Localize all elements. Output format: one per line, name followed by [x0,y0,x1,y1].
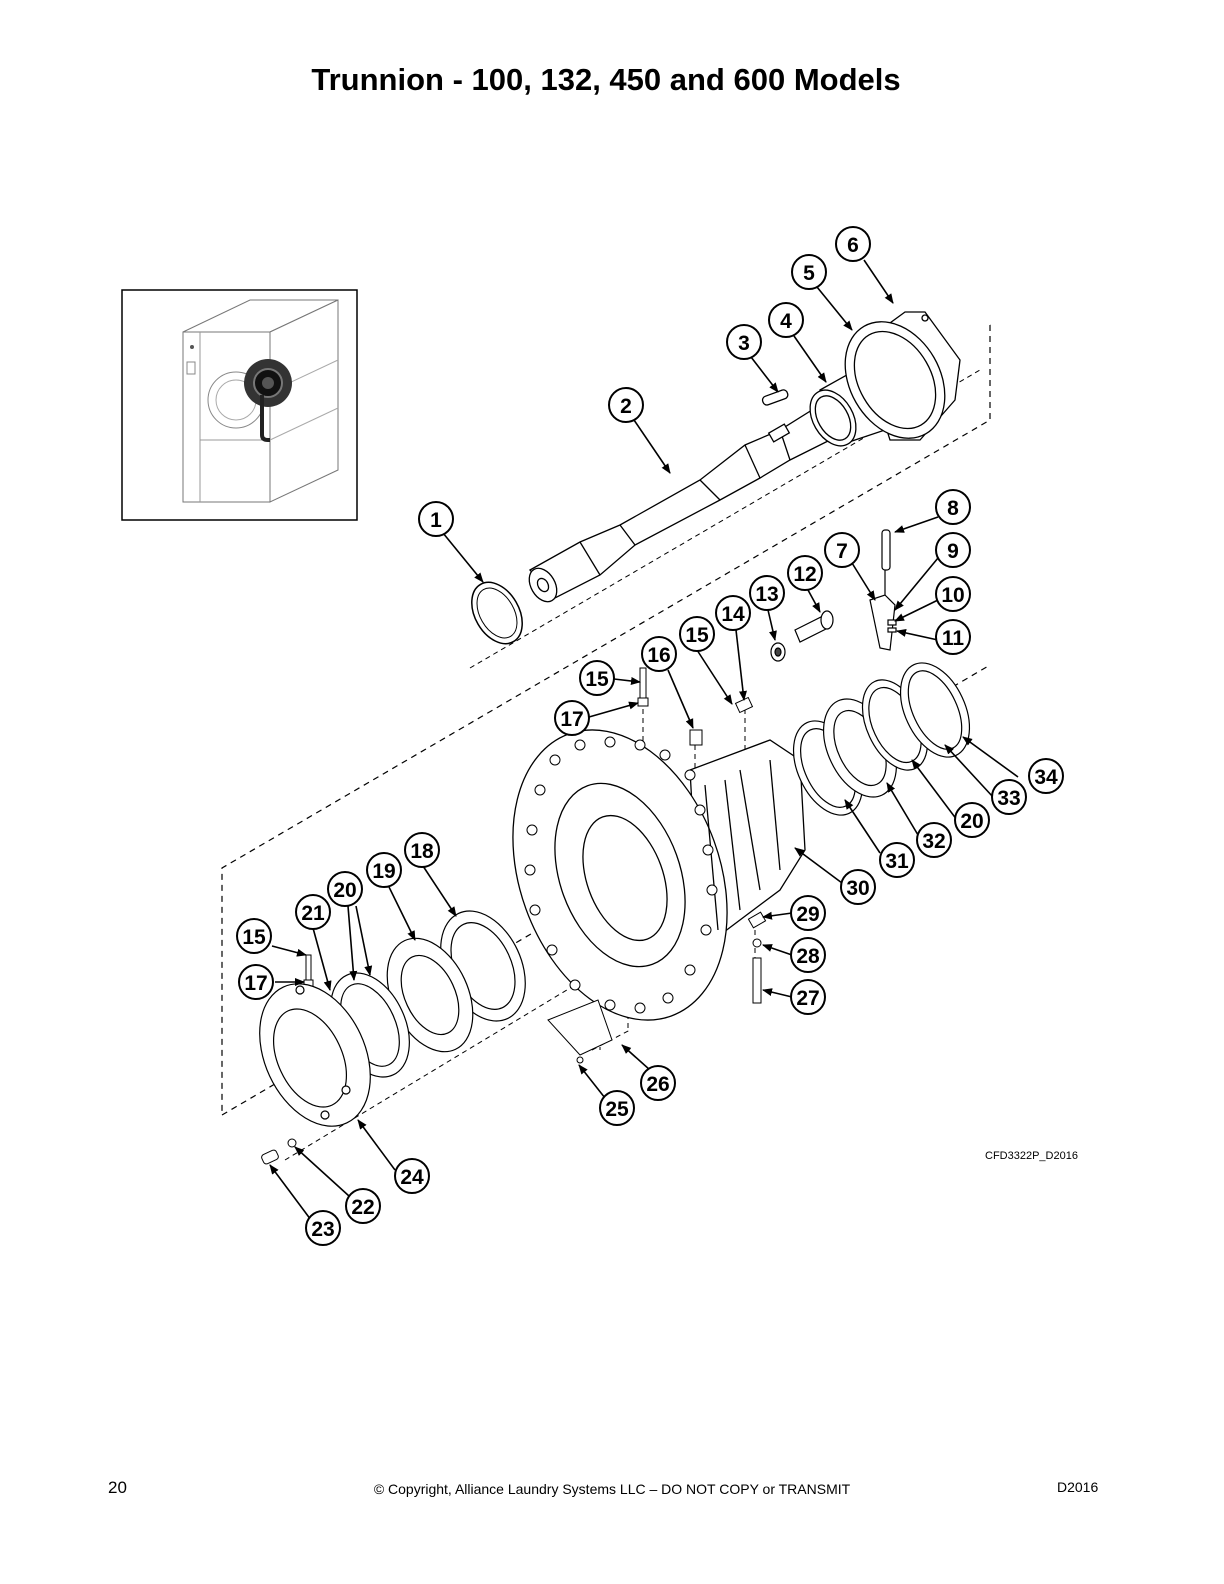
svg-text:9: 9 [947,540,959,563]
document-code: D2016 [1057,1479,1099,1495]
svg-text:26: 26 [646,1073,669,1096]
callout-33: 33 [991,779,1027,815]
callout-12: 12 [787,555,823,591]
part-12-13-bolt-nut [770,610,834,662]
svg-text:34: 34 [1034,766,1058,789]
callout-16: 16 [641,636,677,672]
page-number: 20 [108,1478,127,1497]
svg-text:3: 3 [738,332,750,355]
svg-text:20: 20 [333,879,356,902]
callout-20: 20 [954,802,990,838]
svg-text:18: 18 [410,840,434,863]
svg-text:23: 23 [311,1218,334,1241]
callout-34: 34 [1028,758,1064,794]
svg-text:30: 30 [846,877,869,900]
callout-19: 19 [366,852,402,888]
callout-13: 13 [749,575,785,611]
callout-22: 22 [345,1188,381,1224]
svg-text:11: 11 [942,627,965,650]
svg-text:29: 29 [796,903,819,926]
part-5-6-housing [844,311,961,441]
part-1-o-ring [471,581,523,645]
callout-1: 1 [418,501,454,537]
svg-text:12: 12 [793,563,816,586]
drawing-code: CFD3322P_D2016 [985,1150,1078,1162]
svg-text:15: 15 [585,668,609,691]
svg-text:15: 15 [685,624,709,647]
callout-15: 15 [579,660,615,696]
callout-15: 15 [679,616,715,652]
callout-9: 9 [935,532,971,568]
callout-28: 28 [790,937,826,973]
callout-31: 31 [879,842,915,878]
svg-text:14: 14 [721,603,745,626]
callout-4: 4 [768,302,804,338]
callout-14: 14 [715,595,751,631]
part-31-34-bearing-seals [792,662,971,816]
part-7-11-bracket [869,529,897,651]
callout-25: 25 [599,1090,635,1126]
svg-text:1: 1 [430,509,442,532]
svg-text:21: 21 [301,902,325,925]
callout-6: 6 [835,226,871,262]
svg-text:16: 16 [647,644,670,667]
svg-text:2: 2 [620,395,632,418]
callout-24: 24 [394,1158,430,1194]
callout-17: 17 [554,700,590,736]
part-2-shaft [528,403,831,603]
svg-text:8: 8 [947,497,959,520]
svg-text:20: 20 [960,810,983,833]
callout-10: 10 [935,576,971,612]
leader-lines [269,259,1019,1221]
callout-11: 11 [935,619,971,655]
part-27-29-fittings [747,911,767,1004]
callout-2: 2 [608,387,644,423]
svg-text:31: 31 [885,850,909,873]
svg-text:10: 10 [941,584,964,607]
svg-text:15: 15 [242,926,266,949]
svg-text:32: 32 [922,830,945,853]
svg-text:27: 27 [796,987,819,1010]
page-title: Trunnion - 100, 132, 450 and 600 Models [311,62,901,97]
callout-bubbles: 1 2 3 4 5 6 7 8 9 10 11 12 13 14 15 15 1… [236,226,1064,1246]
part-22-23-screw-washer [261,1138,297,1165]
svg-text:22: 22 [351,1196,374,1219]
part-3-key [761,389,789,406]
svg-text:7: 7 [836,540,848,563]
svg-text:17: 17 [244,972,267,995]
part-30-hub [512,729,806,1021]
callout-15: 15 [236,918,272,954]
svg-text:33: 33 [997,787,1020,810]
callout-18: 18 [404,832,440,868]
callout-8: 8 [935,489,971,525]
callout-7: 7 [824,532,860,568]
callout-26: 26 [640,1065,676,1101]
svg-text:17: 17 [560,708,583,731]
svg-text:6: 6 [847,234,859,257]
copyright-notice: © Copyright, Alliance Laundry Systems LL… [373,1481,851,1497]
svg-text:13: 13 [755,583,778,606]
callout-5: 5 [791,254,827,290]
svg-text:19: 19 [372,860,395,883]
part-18-24-bearing-cap [259,910,526,1127]
location-thumbnail [121,289,358,521]
callout-23: 23 [305,1210,341,1246]
svg-text:4: 4 [780,310,792,333]
svg-text:5: 5 [803,262,815,285]
callout-27: 27 [790,979,826,1015]
svg-text:25: 25 [605,1098,629,1121]
svg-text:28: 28 [796,945,820,968]
part-25-26-plate [547,999,613,1064]
svg-text:24: 24 [400,1166,424,1189]
callout-3: 3 [726,324,762,360]
callout-30: 30 [840,869,876,905]
callout-32: 32 [916,822,952,858]
callout-21: 21 [295,894,331,930]
callout-20: 20 [327,871,363,907]
callout-29: 29 [790,895,826,931]
callout-17: 17 [238,964,274,1000]
